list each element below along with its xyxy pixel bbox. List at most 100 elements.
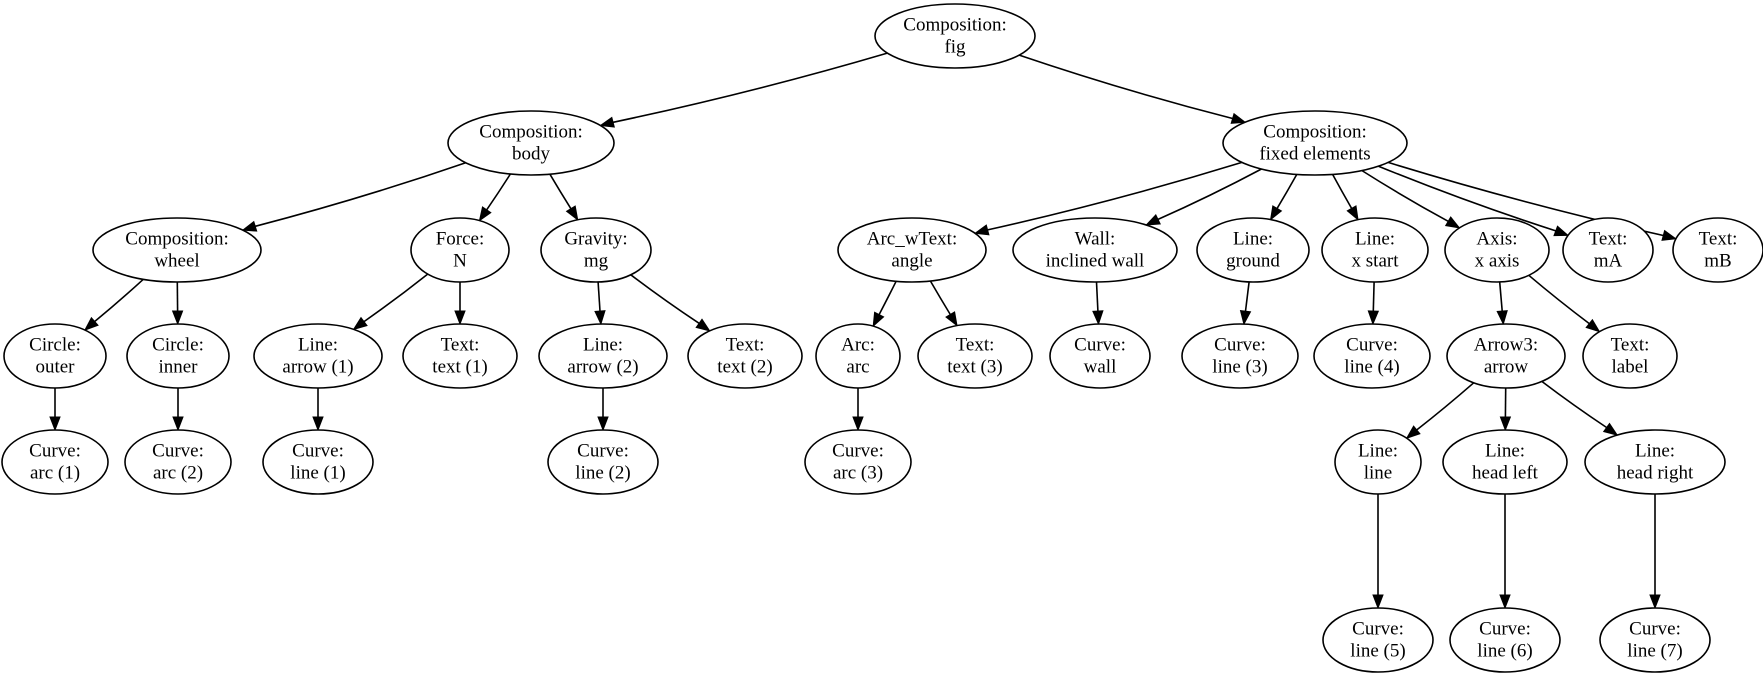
node-shape[interactable]: [1313, 323, 1431, 389]
node-shape[interactable]: [1672, 217, 1763, 283]
tree-edge: [1372, 281, 1375, 312]
tree-node-linearrow2[interactable]: Line:arrow (2): [538, 323, 668, 389]
tree-node-text1[interactable]: Text:text (1): [402, 323, 518, 389]
node-shape[interactable]: [1012, 217, 1178, 283]
tree-node-curveline7[interactable]: Curve:line (7): [1599, 607, 1711, 673]
tree-node-curveline5[interactable]: Curve:line (5): [1322, 607, 1434, 673]
node-label-name: arc (1): [30, 462, 80, 483]
node-label-type: Circle:: [152, 334, 204, 355]
node-shape[interactable]: [402, 323, 518, 389]
node-shape[interactable]: [1222, 110, 1408, 176]
node-label-type: Curve:: [1214, 334, 1266, 355]
tree-node-forceN[interactable]: Force:N: [410, 217, 510, 283]
node-shape[interactable]: [1444, 217, 1550, 283]
tree-node-curvewall[interactable]: Curve:wall: [1049, 323, 1151, 389]
tree-node-body[interactable]: Composition:body: [447, 110, 615, 176]
tree-node-wheel[interactable]: Composition:wheel: [92, 217, 262, 283]
node-shape[interactable]: [124, 429, 232, 495]
node-label-name: x start: [1352, 250, 1400, 271]
node-shape[interactable]: [1582, 323, 1678, 389]
tree-node-curvearc2[interactable]: Curve:arc (2): [124, 429, 232, 495]
tree-node-lineline[interactable]: Line:line: [1334, 429, 1422, 495]
tree-edge: [597, 281, 601, 312]
node-shape[interactable]: [1321, 217, 1429, 283]
edge-arrowhead-icon: [852, 416, 864, 432]
node-label-type: Curve:: [292, 440, 344, 461]
node-label-type: Curve:: [1479, 618, 1531, 639]
node-shape[interactable]: [1322, 607, 1434, 673]
node-label-type: Text:: [1699, 228, 1738, 249]
tree-node-curveline4[interactable]: Curve:line (4): [1313, 323, 1431, 389]
tree-node-curveline6[interactable]: Curve:line (6): [1449, 607, 1561, 673]
tree-node-headright[interactable]: Line:head right: [1584, 429, 1726, 495]
tree-node-linearrow1[interactable]: Line:arrow (1): [253, 323, 383, 389]
edge-arrowhead-icon: [1367, 310, 1380, 326]
tree-node-circleinner[interactable]: Circle:inner: [126, 323, 230, 389]
tree-node-wall[interactable]: Wall:inclined wall: [1012, 217, 1178, 283]
tree-node-textlabel[interactable]: Text:label: [1582, 323, 1678, 389]
node-shape[interactable]: [1181, 323, 1299, 389]
tree-edge: [987, 161, 1243, 231]
tree-node-fig[interactable]: Composition:fig: [874, 3, 1036, 69]
node-shape[interactable]: [253, 323, 383, 389]
tree-edge: [1244, 281, 1250, 312]
tree-node-curveline1[interactable]: Curve:line (1): [262, 429, 374, 495]
tree-node-headleft[interactable]: Line:head left: [1442, 429, 1568, 495]
tree-node-curveline2[interactable]: Curve:line (2): [547, 429, 659, 495]
tree-node-linexstart[interactable]: Line:x start: [1321, 217, 1429, 283]
tree-edge: [630, 274, 700, 324]
node-shape[interactable]: [1049, 323, 1151, 389]
node-shape[interactable]: [1584, 429, 1726, 495]
edge-arrowhead-icon: [312, 416, 324, 432]
tree-node-text3[interactable]: Text:text (3): [917, 323, 1033, 389]
tree-node-textmA[interactable]: Text:mA: [1562, 217, 1654, 283]
tree-node-curveline3[interactable]: Curve:line (3): [1181, 323, 1299, 389]
node-shape[interactable]: [262, 429, 374, 495]
tree-node-arcarc[interactable]: Arc:arc: [815, 323, 901, 389]
node-shape[interactable]: [1, 429, 109, 495]
node-label-name: fixed elements: [1259, 143, 1370, 164]
tree-node-gravity[interactable]: Gravity:mg: [540, 217, 652, 283]
tree-node-lineground[interactable]: Line:ground: [1196, 217, 1310, 283]
node-shape[interactable]: [92, 217, 262, 283]
tree-edge: [549, 173, 572, 210]
node-shape[interactable]: [1196, 217, 1310, 283]
tree-node-arrow3[interactable]: Arrow3:arrow: [1446, 323, 1566, 389]
node-shape[interactable]: [1334, 429, 1422, 495]
node-shape[interactable]: [126, 323, 230, 389]
node-shape[interactable]: [540, 217, 652, 283]
edge-arrowhead-icon: [1230, 112, 1247, 124]
node-shape[interactable]: [3, 323, 107, 389]
tree-edge: [254, 161, 466, 228]
tree-node-text2[interactable]: Text:text (2): [687, 323, 803, 389]
tree-node-arcwtext[interactable]: Arc_wText:angle: [837, 217, 987, 283]
node-shape[interactable]: [1562, 217, 1654, 283]
node-shape[interactable]: [1449, 607, 1561, 673]
tree-node-circleouter[interactable]: Circle:outer: [3, 323, 107, 389]
node-shape[interactable]: [1599, 607, 1711, 673]
edge-arrowhead-icon: [1444, 216, 1461, 229]
tree-node-curvearc3[interactable]: Curve:arc (3): [804, 429, 912, 495]
node-shape[interactable]: [804, 429, 912, 495]
node-shape[interactable]: [815, 323, 901, 389]
node-label-type: Gravity:: [564, 228, 627, 249]
node-label-name: mA: [1594, 250, 1623, 271]
node-shape[interactable]: [410, 217, 510, 283]
tree-edge: [878, 280, 897, 315]
node-label-type: Text:: [441, 334, 480, 355]
node-shape[interactable]: [447, 110, 615, 176]
tree-edge: [1095, 281, 1099, 312]
tree-node-axis[interactable]: Axis:x axis: [1444, 217, 1550, 283]
node-shape[interactable]: [538, 323, 668, 389]
node-shape[interactable]: [917, 323, 1033, 389]
node-shape[interactable]: [1446, 323, 1566, 389]
tree-node-textmB[interactable]: Text:mB: [1672, 217, 1763, 283]
node-shape[interactable]: [874, 3, 1036, 69]
tree-node-fixed[interactable]: Composition:fixed elements: [1222, 110, 1408, 176]
node-shape[interactable]: [687, 323, 803, 389]
node-shape[interactable]: [1442, 429, 1568, 495]
tree-node-curvearc1[interactable]: Curve:arc (1): [1, 429, 109, 495]
node-shape[interactable]: [837, 217, 987, 283]
node-shape[interactable]: [547, 429, 659, 495]
node-label-type: Composition:: [1263, 121, 1366, 142]
